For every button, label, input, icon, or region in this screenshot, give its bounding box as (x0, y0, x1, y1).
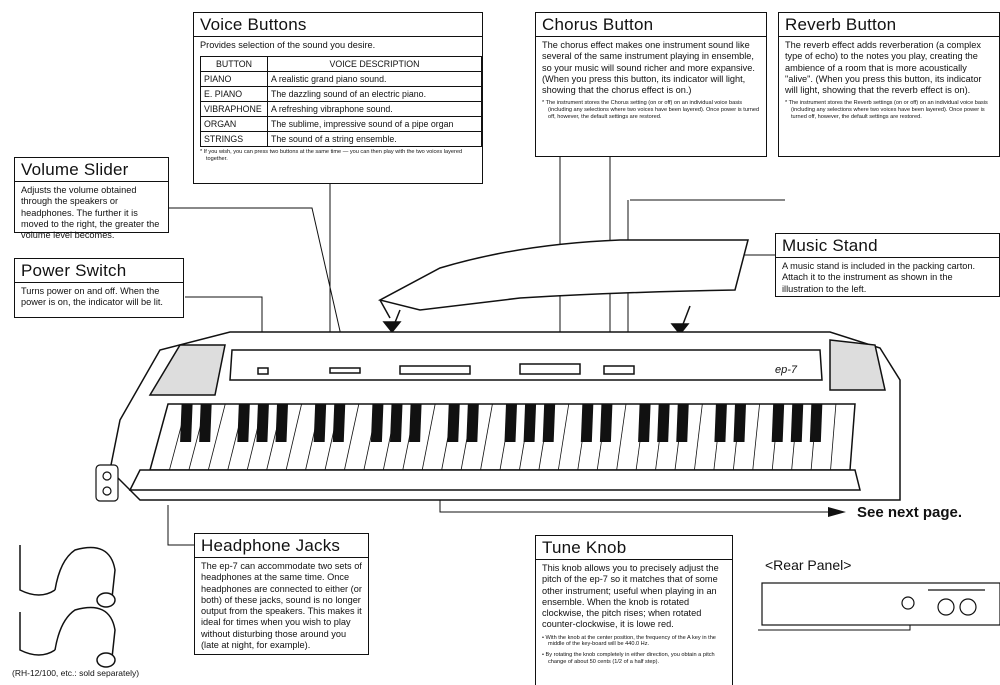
voice-table-header: BUTTON (200, 56, 268, 73)
white-key-divider (752, 403, 760, 471)
tune-knob-note: • With the knob at the center position, … (542, 634, 716, 648)
volume-slider-body: Adjusts the volume obtained through the … (21, 185, 160, 241)
black-key (313, 404, 327, 442)
black-key (714, 404, 727, 442)
reverb-button-title: Reverb Button (779, 13, 999, 37)
music-stand-callout: Music Stand A music stand is included in… (775, 233, 1000, 297)
black-key (733, 404, 746, 442)
voice-table: BUTTON VOICE DESCRIPTION PIANO A realist… (200, 56, 482, 148)
voice-description: The sound of a string ensemble. (267, 131, 482, 148)
headphone-jacks-callout: Headphone Jacks The ep-7 can accommodate… (194, 533, 369, 655)
white-key-divider (616, 403, 627, 471)
power-switch-title: Power Switch (15, 259, 183, 283)
black-key (447, 404, 460, 442)
voice-button-name: STRINGS (200, 131, 268, 148)
black-key (275, 404, 288, 442)
see-next-page-label: See next page. (857, 504, 963, 521)
black-key (523, 404, 537, 442)
volume-slider-callout: Volume Slider Adjusts the volume obtaine… (14, 157, 169, 240)
reverb-button-callout: Reverb Button The reverb effect adds rev… (778, 12, 1000, 157)
rear-panel-label: <Rear Panel> (765, 557, 852, 573)
black-key (676, 404, 689, 442)
rear-panel-drawing (761, 582, 1000, 626)
black-key (256, 404, 269, 442)
music-stand-title: Music Stand (776, 234, 999, 258)
voice-table-header: VOICE DESCRIPTION (267, 56, 482, 73)
white-key-divider (849, 403, 856, 471)
black-key (332, 404, 346, 442)
table-row: ORGAN The sublime, impressive sound of a… (200, 116, 482, 133)
reverb-button-note: * The instrument stores the Reverb setti… (785, 100, 988, 120)
voice-description: A realistic grand piano sound. (267, 71, 482, 88)
black-key (809, 404, 823, 442)
white-key-divider (207, 403, 226, 471)
voice-buttons-description: Provides selection of the sound you desi… (200, 40, 376, 50)
white-key-divider (344, 403, 360, 471)
tune-knob-body: This knob allows you to precisely adjust… (542, 563, 719, 630)
voice-button-name: ORGAN (200, 116, 268, 133)
tune-knob-callout: Tune Knob This knob allows you to precis… (535, 535, 733, 685)
white-key-divider (285, 403, 302, 471)
piano-body (109, 331, 901, 501)
table-row: PIANO A realistic grand piano sound. (200, 71, 482, 88)
volume-leader (168, 207, 351, 376)
black-key (390, 404, 403, 442)
white-key-divider (830, 403, 837, 471)
chorus-button-body: The chorus effect makes one instrument s… (542, 40, 755, 96)
headphone-jacks-title: Headphone Jacks (195, 534, 368, 558)
voice-button-name: VIBRAPHONE (200, 101, 268, 118)
power-switch-body: Turns power on and off. When the power i… (21, 286, 163, 308)
voice-description: The dazzling sound of an electric piano. (267, 86, 482, 103)
black-key (199, 404, 212, 442)
black-key (180, 404, 193, 442)
side-jacks (95, 464, 119, 502)
voice-buttons-note: * If you wish, you can press two buttons… (200, 149, 463, 162)
black-key (542, 404, 556, 442)
table-row: E. PIANO The dazzling sound of an electr… (200, 86, 482, 103)
black-key (409, 404, 422, 442)
white-key-divider (149, 403, 169, 471)
chorus-button-callout: Chorus Button The chorus effect makes on… (535, 12, 767, 157)
black-key (466, 404, 479, 442)
tune-knob-note: • By rotating the knob completely in eit… (542, 651, 715, 665)
voice-button-name: E. PIANO (200, 86, 268, 103)
chorus-button-title: Chorus Button (536, 13, 766, 37)
white-key-divider (480, 403, 493, 471)
voice-button-name: PIANO (200, 71, 268, 88)
table-row: VIBRAPHONE A refreshing vibraphone sound… (200, 101, 482, 118)
voice-description: The sublime, impressive sound of a pipe … (267, 116, 482, 133)
black-key (599, 404, 613, 442)
piano-model-label: ep-7 (775, 364, 798, 376)
voice-description: A refreshing vibraphone sound. (267, 101, 482, 118)
music-stand (377, 239, 749, 336)
headphone-leader (167, 505, 195, 546)
black-key (580, 404, 594, 442)
black-key (790, 404, 804, 442)
reverb-button-body: The reverb effect adds reverberation (a … (785, 40, 982, 96)
black-key (771, 404, 785, 442)
white-key-divider (694, 403, 703, 471)
black-keys (180, 404, 823, 442)
next-page-arrow (828, 507, 846, 517)
black-key (504, 404, 517, 442)
black-key (237, 404, 250, 442)
white-key-divider (557, 403, 570, 471)
voice-buttons-callout: Voice Buttons Provides selection of the … (193, 12, 483, 184)
white-key-divider (421, 403, 436, 471)
chorus-button-note: * The instrument stores the Chorus setti… (542, 100, 760, 120)
table-row: STRINGS The sound of a string ensemble. (200, 131, 482, 148)
power-switch-callout: Power Switch Turns power on and off. Whe… (14, 258, 184, 318)
headphones-caption: (RH-12/100, etc.: sold separately) (12, 668, 140, 678)
black-key (638, 404, 651, 442)
black-key (370, 404, 384, 442)
headphone-jacks-body: The ep-7 can accommodate two sets of hea… (201, 561, 362, 651)
music-stand-body: A music stand is included in the packing… (782, 261, 976, 294)
voice-buttons-title: Voice Buttons (194, 13, 482, 37)
headphones-icon (19, 545, 116, 668)
volume-slider-title: Volume Slider (15, 158, 168, 182)
tune-knob-title: Tune Knob (536, 536, 732, 560)
black-key (657, 404, 670, 442)
